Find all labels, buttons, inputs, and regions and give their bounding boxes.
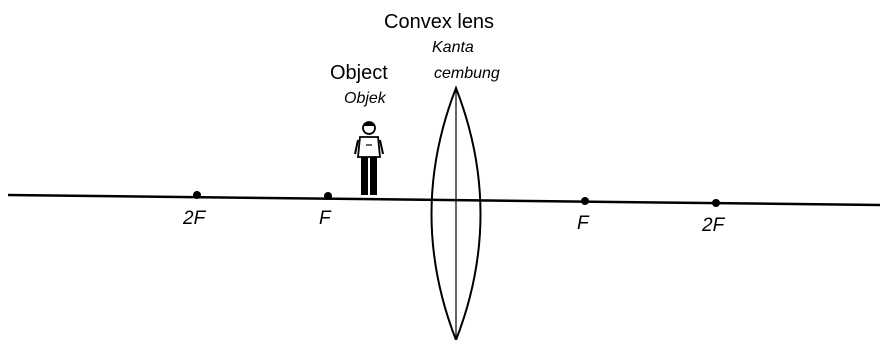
right-f-point xyxy=(581,197,589,205)
right-f-label: F xyxy=(577,213,589,234)
object-label-malay: Objek xyxy=(344,90,386,107)
convex-lens xyxy=(430,85,482,340)
left-f-point xyxy=(324,192,332,200)
left-f-label: F xyxy=(319,208,331,229)
lens-label: Convex lens xyxy=(384,11,495,33)
lens-label-malay-line2: cembung xyxy=(434,65,500,82)
standing-person-icon xyxy=(354,121,384,195)
principal-axis xyxy=(7,193,881,207)
right-2f-label: 2F xyxy=(702,215,725,236)
left-2f-point xyxy=(193,191,201,199)
left-2f-label: 2F xyxy=(183,208,206,229)
object-label: Object xyxy=(330,62,388,84)
right-2f-point xyxy=(712,199,720,207)
lens-label-malay-line1: Kanta xyxy=(432,39,474,56)
